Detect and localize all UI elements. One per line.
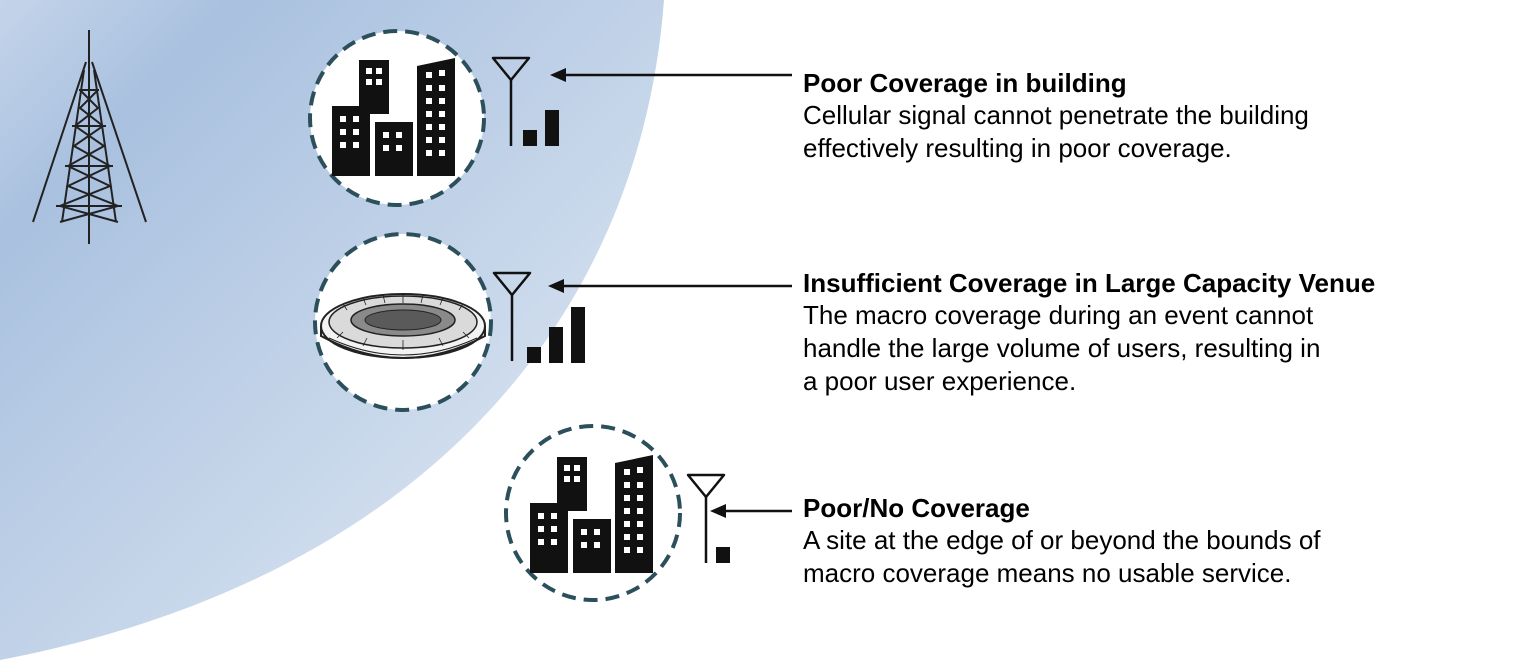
description-line: A site at the edge of or beyond the boun… <box>803 525 1321 555</box>
callout-edge: Poor/No Coverage A site at the edge of o… <box>803 493 1321 590</box>
arrow-connector <box>548 279 792 293</box>
cell-tower-icon <box>32 30 147 244</box>
callout-description: A site at the edge of or beyond the boun… <box>803 524 1321 590</box>
description-line: Cellular signal cannot penetrate the bui… <box>803 100 1309 130</box>
callout-venue: Insufficient Coverage in Large Capacity … <box>803 268 1375 398</box>
description-line: effectively resulting in poor coverage. <box>803 133 1232 163</box>
signal-bar <box>527 347 541 363</box>
signal-bars-icon <box>716 547 730 563</box>
callout-title: Poor/No Coverage <box>803 493 1030 523</box>
signal-bars-icon <box>523 110 559 146</box>
signal-bar <box>545 110 559 146</box>
callout-title: Insufficient Coverage in Large Capacity … <box>803 268 1376 298</box>
stadium-icon <box>320 293 486 359</box>
description-line: The macro coverage during an event canno… <box>803 300 1314 330</box>
signal-bars-icon <box>527 307 585 363</box>
callout-title: Poor Coverage in building <box>803 68 1127 98</box>
callout-in-building: Poor Coverage in building Cellular signa… <box>803 68 1309 165</box>
callout-description: Cellular signal cannot penetrate the bui… <box>803 99 1309 165</box>
arrow-connector <box>710 504 792 518</box>
scenario-edge-icon <box>504 424 682 602</box>
description-line: a poor user experience. <box>803 366 1077 396</box>
signal-bar <box>549 327 563 363</box>
signal-bar <box>523 130 537 146</box>
description-line: handle the large volume of users, result… <box>803 333 1321 363</box>
description-line: macro coverage means no usable service. <box>803 558 1292 588</box>
signal-bar <box>716 547 730 563</box>
scenario-in-building-icon <box>308 29 486 207</box>
arrow-connector <box>550 68 792 82</box>
callout-description: The macro coverage during an event canno… <box>803 299 1375 398</box>
scenario-venue-icon <box>313 232 493 412</box>
signal-bar <box>571 307 585 363</box>
